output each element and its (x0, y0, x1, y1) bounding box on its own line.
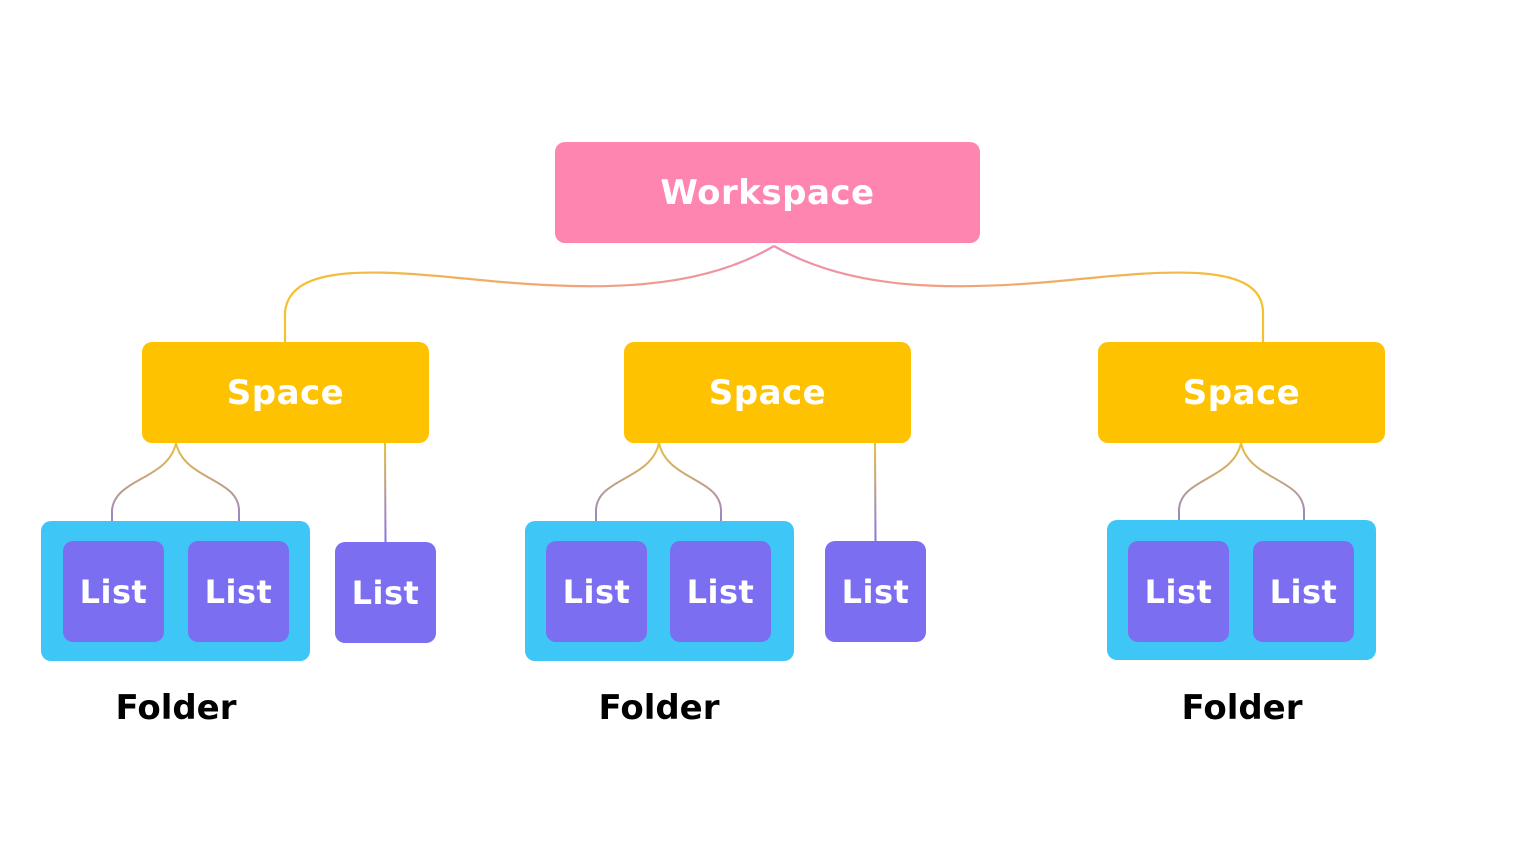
folder-label-2: Folder (598, 688, 720, 728)
folder-3-list-1: List (1128, 541, 1229, 642)
connector-space-2-list-standalone (874, 442, 877, 543)
connector-space-2-list-1 (595, 442, 660, 542)
connector-space-1-list-2 (175, 442, 240, 542)
folder-label-1: Folder (115, 688, 237, 728)
connector-space-1-list-standalone (384, 442, 387, 543)
standalone-list-2: List (825, 541, 926, 642)
space-node-3: Space (1098, 342, 1385, 443)
folder-2-list-2: List (670, 541, 771, 642)
space-node-2: Space (624, 342, 911, 443)
standalone-list-1: List (335, 542, 436, 643)
connector-workspace-space-1 (283, 245, 775, 342)
connector-space-3-list-2 (1240, 442, 1305, 542)
folder-label-3: Folder (1181, 688, 1303, 728)
connector-space-3-list-1 (1178, 442, 1242, 542)
space-node-1: Space (142, 342, 429, 443)
connector-space-1-list-1 (111, 442, 177, 542)
connector-space-2-list-2 (658, 442, 722, 542)
folder-2-list-1: List (546, 541, 647, 642)
workspace-node: Workspace (555, 142, 980, 243)
folder-3-list-2: List (1253, 541, 1354, 642)
folder-1-list-1: List (63, 541, 164, 642)
connector-workspace-space-3 (773, 245, 1265, 342)
folder-1-list-2: List (188, 541, 289, 642)
